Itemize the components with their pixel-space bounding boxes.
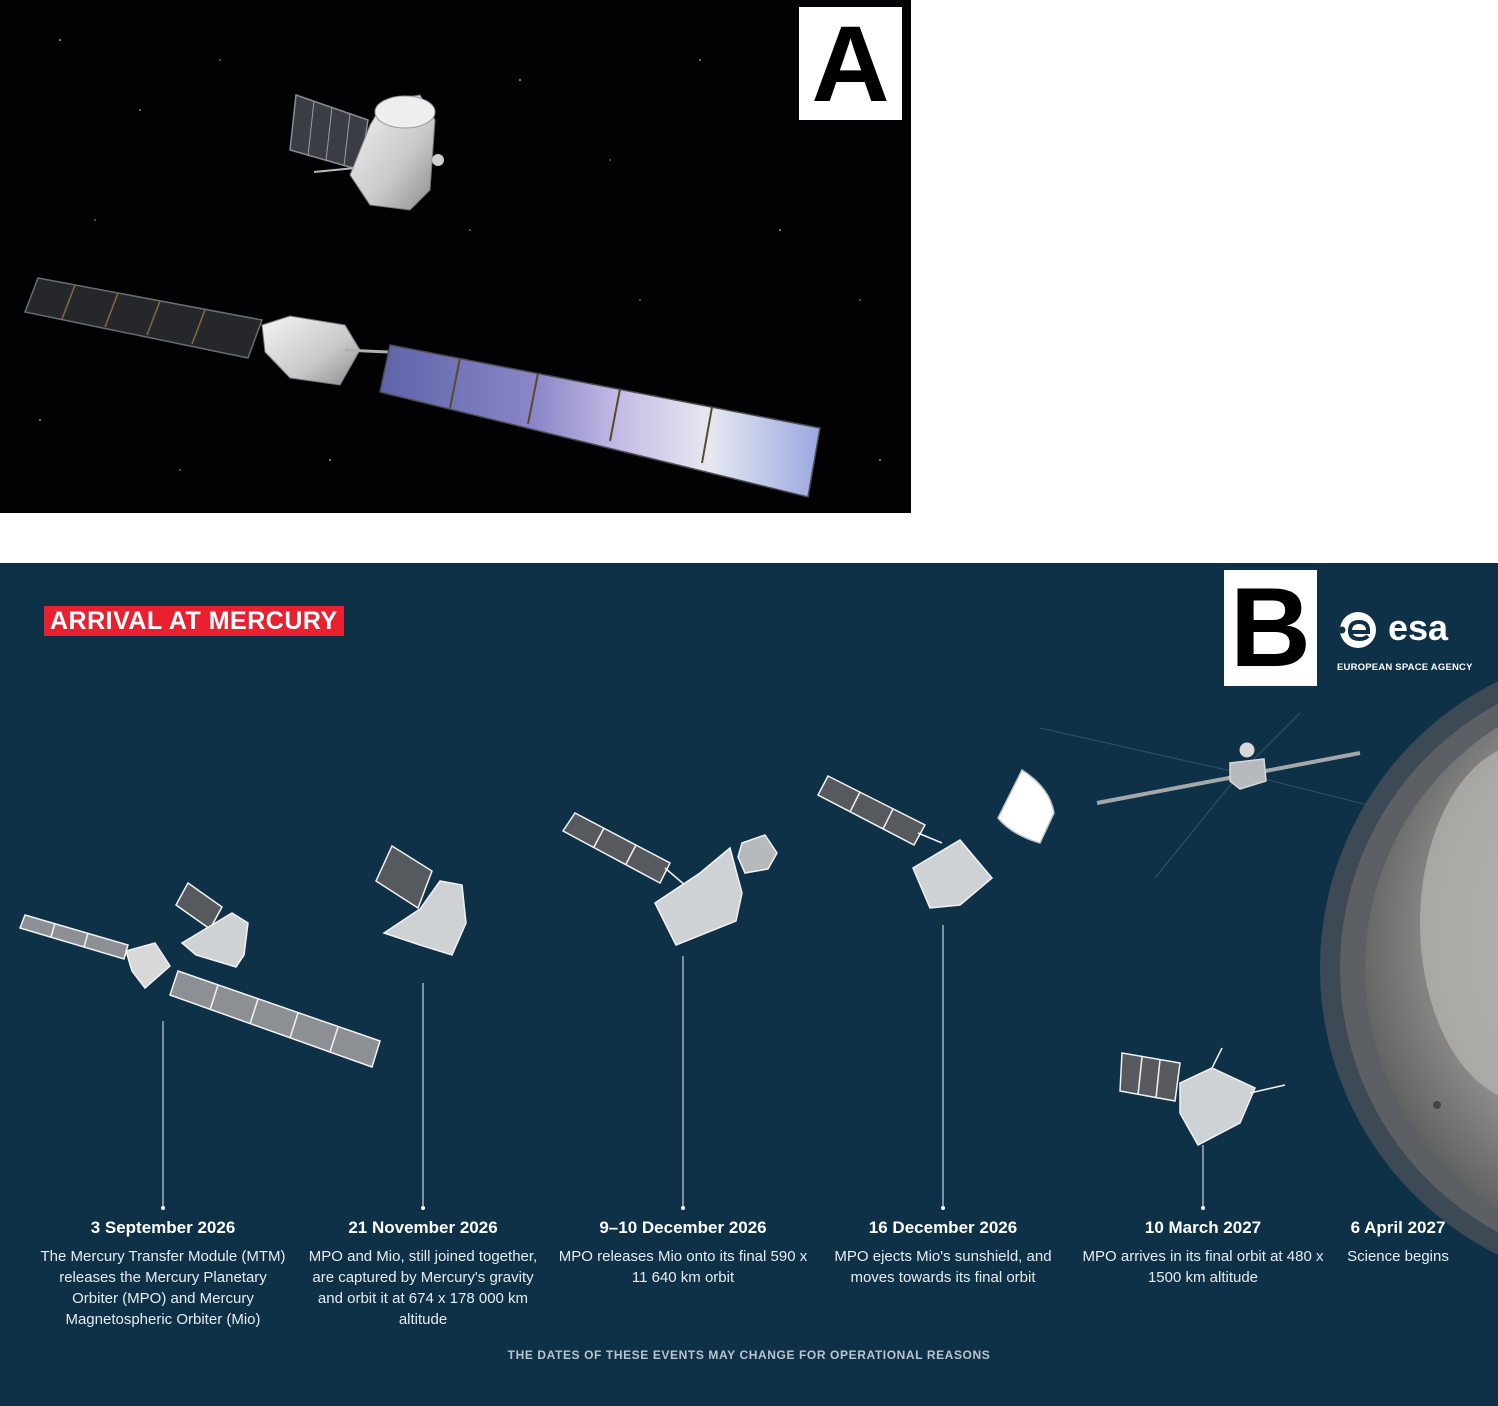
event-4: 16 December 2026 MPO ejects Mio's sunshi… xyxy=(818,1217,1068,1288)
panel-a-spacecraft-render: A xyxy=(0,0,911,513)
event-description: MPO and Mio, still joined together, are … xyxy=(308,1248,538,1328)
event-date: 9–10 December 2026 xyxy=(599,1218,767,1237)
event-date: 16 December 2026 xyxy=(868,1218,1018,1237)
event-1: 3 September 2026 The Mercury Transfer Mo… xyxy=(38,1217,288,1330)
timeline-dots xyxy=(161,1206,1205,1210)
event-date: 21 November 2026 xyxy=(348,1218,498,1237)
event-5: 10 March 2027 MPO arrives in its final o… xyxy=(1078,1217,1328,1288)
mercury-planet xyxy=(1320,681,1498,1255)
stage-5-mpo-final xyxy=(1119,1047,1286,1147)
stage-3-mio-release xyxy=(561,812,778,946)
event-3: 9–10 December 2026 MPO releases Mio onto… xyxy=(558,1217,808,1288)
spacecraft-render-illustration xyxy=(23,39,881,498)
event-date: 10 March 2027 xyxy=(1144,1218,1262,1237)
stage-5-mpo-boom xyxy=(1096,742,1361,805)
event-description: The Mercury Transfer Module (MTM) releas… xyxy=(40,1248,286,1328)
timeline-leaders xyxy=(162,925,1204,1208)
esa-logo: esa EUROPEAN SPACE AGENCY xyxy=(1336,607,1472,678)
stage-2-capture xyxy=(375,844,467,956)
star-field xyxy=(39,39,881,471)
event-date: 6 April 2027 xyxy=(1350,1218,1446,1237)
event-date: 3 September 2026 xyxy=(90,1218,236,1237)
panel-label-b: B xyxy=(1224,570,1317,686)
stage-1-mtm-release xyxy=(19,881,381,1068)
orbit-lines xyxy=(1039,712,1381,879)
infographic-title: ARRIVAL AT MERCURY xyxy=(44,606,344,636)
mio-sunshield-model xyxy=(289,93,444,211)
esa-wordmark: esa xyxy=(1388,607,1449,648)
esa-logo-mark xyxy=(1338,612,1376,648)
panel-b-arrival-infographic: B ARRIVAL AT MERCURY esa EUROPEAN SPACE … xyxy=(0,563,1498,1406)
event-2: 21 November 2026 MPO and Mio, still join… xyxy=(298,1217,548,1330)
mtm-stack-model xyxy=(23,277,821,498)
stage-4-sunshield-eject xyxy=(816,768,1055,909)
event-description: MPO arrives in its final orbit at 480 x … xyxy=(1082,1248,1324,1286)
event-description: MPO ejects Mio's sunshield, and moves to… xyxy=(834,1248,1052,1286)
footnote: THE DATES OF THESE EVENTS MAY CHANGE FOR… xyxy=(507,1348,991,1362)
panel-label-a: A xyxy=(798,6,903,121)
event-description: MPO releases Mio onto its final 590 x 11… xyxy=(558,1248,808,1286)
arrival-sequence-illustration xyxy=(19,681,1498,1255)
event-description: Science begins xyxy=(1347,1248,1449,1265)
esa-subtitle: EUROPEAN SPACE AGENCY xyxy=(1337,662,1473,673)
event-6: 6 April 2027 Science begins xyxy=(1318,1217,1478,1267)
